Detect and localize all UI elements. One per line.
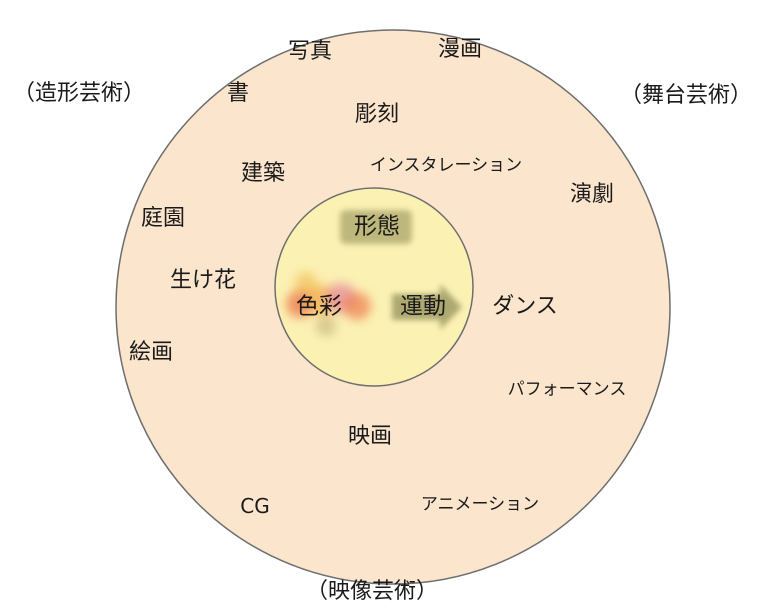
item-kenchiku: 建築 <box>240 161 286 186</box>
item-ikebana: 生け花 <box>169 268 237 293</box>
core-keitai: 形態 <box>354 213 400 240</box>
label-eizo-geijutsu: （映像芸術） <box>305 579 439 604</box>
inner-circle <box>274 187 474 387</box>
core-undo: 運動 <box>400 293 446 320</box>
item-engeki: 演劇 <box>569 182 615 207</box>
core-shikisai: 色彩 <box>296 293 342 320</box>
color-blob <box>343 292 371 320</box>
item-installation: インスタレーション <box>369 155 523 176</box>
color-blob <box>316 316 336 336</box>
item-performance: パフォーマンス <box>507 379 627 400</box>
item-sho: 書 <box>226 81 250 106</box>
item-chokoku: 彫刻 <box>354 102 400 127</box>
item-animation: アニメーション <box>420 494 540 515</box>
keitai-highlight <box>340 210 412 244</box>
item-shashin: 写真 <box>287 39 333 64</box>
color-blobs <box>286 272 371 336</box>
item-dance: ダンス <box>492 294 558 319</box>
color-blob <box>286 290 314 318</box>
item-eiga: 映画 <box>347 424 393 449</box>
color-blob <box>295 272 317 294</box>
item-cg: CG <box>240 494 270 518</box>
item-kaiga: 絵画 <box>128 340 174 365</box>
label-butai-geijutsu: （舞台芸術） <box>619 83 753 108</box>
item-manga: 漫画 <box>437 37 483 62</box>
motion-arrow <box>392 284 462 330</box>
label-zokei-geijutsu: （造形芸術） <box>12 81 146 106</box>
item-teien: 庭園 <box>140 206 186 231</box>
